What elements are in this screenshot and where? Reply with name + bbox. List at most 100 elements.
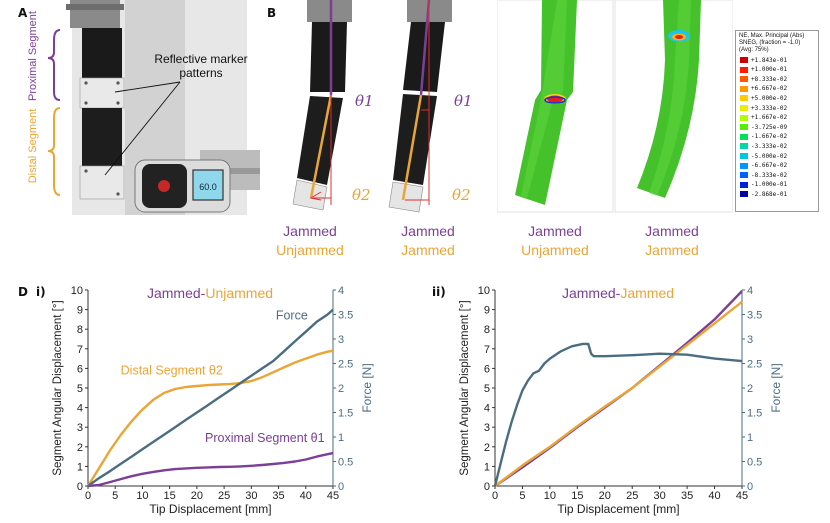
legend-value: -6.667e-02 (751, 162, 788, 170)
legend-swatch (740, 181, 748, 188)
series-line (494, 290, 743, 487)
legend-value: -2.868e-01 (751, 190, 788, 198)
title-part1: Jammed- (562, 285, 621, 301)
y-tick-label: 6 (484, 363, 490, 375)
panel-label-b: B (267, 6, 277, 20)
legend-swatch (740, 153, 748, 159)
legend-value: -5.000e-02 (751, 152, 788, 160)
y-tick-label: 4 (77, 403, 83, 415)
y-tick-label: 1 (484, 461, 490, 473)
x-tick-label: 15 (571, 490, 583, 502)
series-line (87, 308, 334, 487)
y2-tick-label: 0.5 (338, 457, 353, 469)
x-tick-label: 35 (681, 490, 693, 502)
legend-swatch (740, 124, 748, 131)
y-tick-label: 7 (484, 344, 490, 356)
b-right-theta1: θ1 (454, 92, 473, 110)
legend-value: -8.333e-02 (751, 171, 788, 179)
x-tick-label: 10 (544, 490, 556, 502)
panel-b-photos (292, 0, 452, 213)
x-tick-label: 40 (300, 490, 312, 502)
legend-swatch (740, 114, 748, 121)
legend-value: -3.333e-02 (751, 142, 788, 150)
y-tick-label: 7 (77, 344, 83, 356)
series-line (493, 342, 743, 487)
c-right-caption-top: Jammed (645, 223, 699, 239)
x-tick-label: 10 (136, 490, 148, 502)
y-tick-label: 8 (484, 324, 490, 336)
chart-title: Jammed-Unjammed (147, 285, 273, 301)
y-tick-label: 1 (77, 461, 83, 473)
legend-row: -8.333e-02 (740, 171, 788, 179)
x-tick-label: 20 (599, 490, 611, 502)
distal-segment-text: Distal Segment (27, 108, 39, 184)
y-tick-label: 5 (77, 383, 83, 395)
legend-value: -3.725e-09 (751, 123, 788, 131)
panel-c-fea (497, 0, 733, 213)
legend-title-line2: SNEG, (fraction = -1.0) (739, 40, 801, 46)
x-tick-label: 30 (245, 490, 257, 502)
y2-tick-label: 2.5 (747, 359, 762, 371)
b-right-theta2: θ2 (452, 186, 471, 204)
y2-tick-label: 4 (338, 285, 344, 297)
b-left-theta1: θ1 (355, 92, 374, 110)
y-tick-label: 0 (77, 481, 83, 493)
legend-value: +1.843e-01 (751, 56, 788, 64)
legend-value: -1.000e-01 (751, 181, 788, 189)
y-tick-label: 9 (77, 305, 83, 317)
distal-annotation: Distal Segment θ2 (121, 363, 223, 377)
b-right-caption: Jammed Jammed (388, 222, 468, 260)
panel-label-d-i: i) (36, 285, 46, 299)
x-tick-label: 0 (85, 490, 91, 502)
legend-swatch (740, 76, 748, 83)
legend-swatch (740, 105, 748, 111)
y2-tick-label: 4 (747, 285, 753, 297)
legend-row: -6.667e-02 (740, 162, 788, 170)
x-tick-label: 35 (272, 490, 284, 502)
c-left-caption: Jammed Unjammed (515, 222, 595, 260)
x-axis-label: Tip Displacement [mm] (149, 502, 271, 516)
panel-label-a: A (18, 6, 28, 20)
legend-swatch (740, 85, 748, 92)
x-tick-label: 0 (492, 490, 498, 502)
x-tick-label: 45 (327, 490, 339, 502)
title-part2: Jammed (620, 285, 674, 301)
x-tick-label: 15 (164, 490, 176, 502)
series-line (87, 451, 334, 488)
y-tick-label: 3 (484, 422, 490, 434)
panel-a-photo: 60.0 (47, 0, 260, 215)
legend-row: -3.333e-02 (740, 142, 788, 150)
legend-row: -5.000e-02 (740, 152, 788, 160)
y2-tick-label: 0.5 (747, 457, 762, 469)
c-right-caption: Jammed Jammed (632, 222, 712, 260)
gauge-reading: 60.0 (199, 182, 217, 192)
y-tick-label: 9 (484, 305, 490, 317)
y2-tick-label: 3 (747, 334, 753, 346)
x-axis-label: Tip Displacement [mm] (557, 502, 679, 516)
legend-value: +8.333e-02 (751, 75, 788, 83)
legend-swatch (740, 57, 748, 63)
b-left-caption-bottom: Unjammed (276, 242, 344, 258)
legend-row: +1.843e-01 (740, 56, 788, 64)
legend-row: +6.667e-02 (740, 85, 787, 92)
y-tick-label: 2 (484, 442, 490, 454)
proximal-annotation: Proximal Segment θ1 (205, 431, 325, 445)
legend-row: +1.667e-02 (740, 114, 787, 121)
x-tick-label: 25 (218, 490, 230, 502)
y-tick-label: 3 (77, 422, 83, 434)
y-tick-label: 4 (484, 403, 490, 415)
force-annotation: Force (276, 309, 308, 323)
x-tick-label: 40 (708, 490, 720, 502)
y2-tick-label: 2.5 (338, 359, 353, 371)
y-axis-label: Segment Angular Displacement [°] (52, 300, 64, 475)
y-tick-label: 0 (484, 481, 490, 493)
x-tick-label: 5 (112, 490, 118, 502)
series-line (494, 300, 743, 487)
x-tick-label: 30 (654, 490, 666, 502)
legend-swatch (740, 95, 748, 102)
legend-swatch (740, 191, 748, 198)
y-tick-label: 6 (77, 363, 83, 375)
legend-swatch (740, 143, 748, 150)
c-right-caption-bottom: Jammed (645, 242, 699, 258)
x-tick-label: 25 (626, 490, 638, 502)
